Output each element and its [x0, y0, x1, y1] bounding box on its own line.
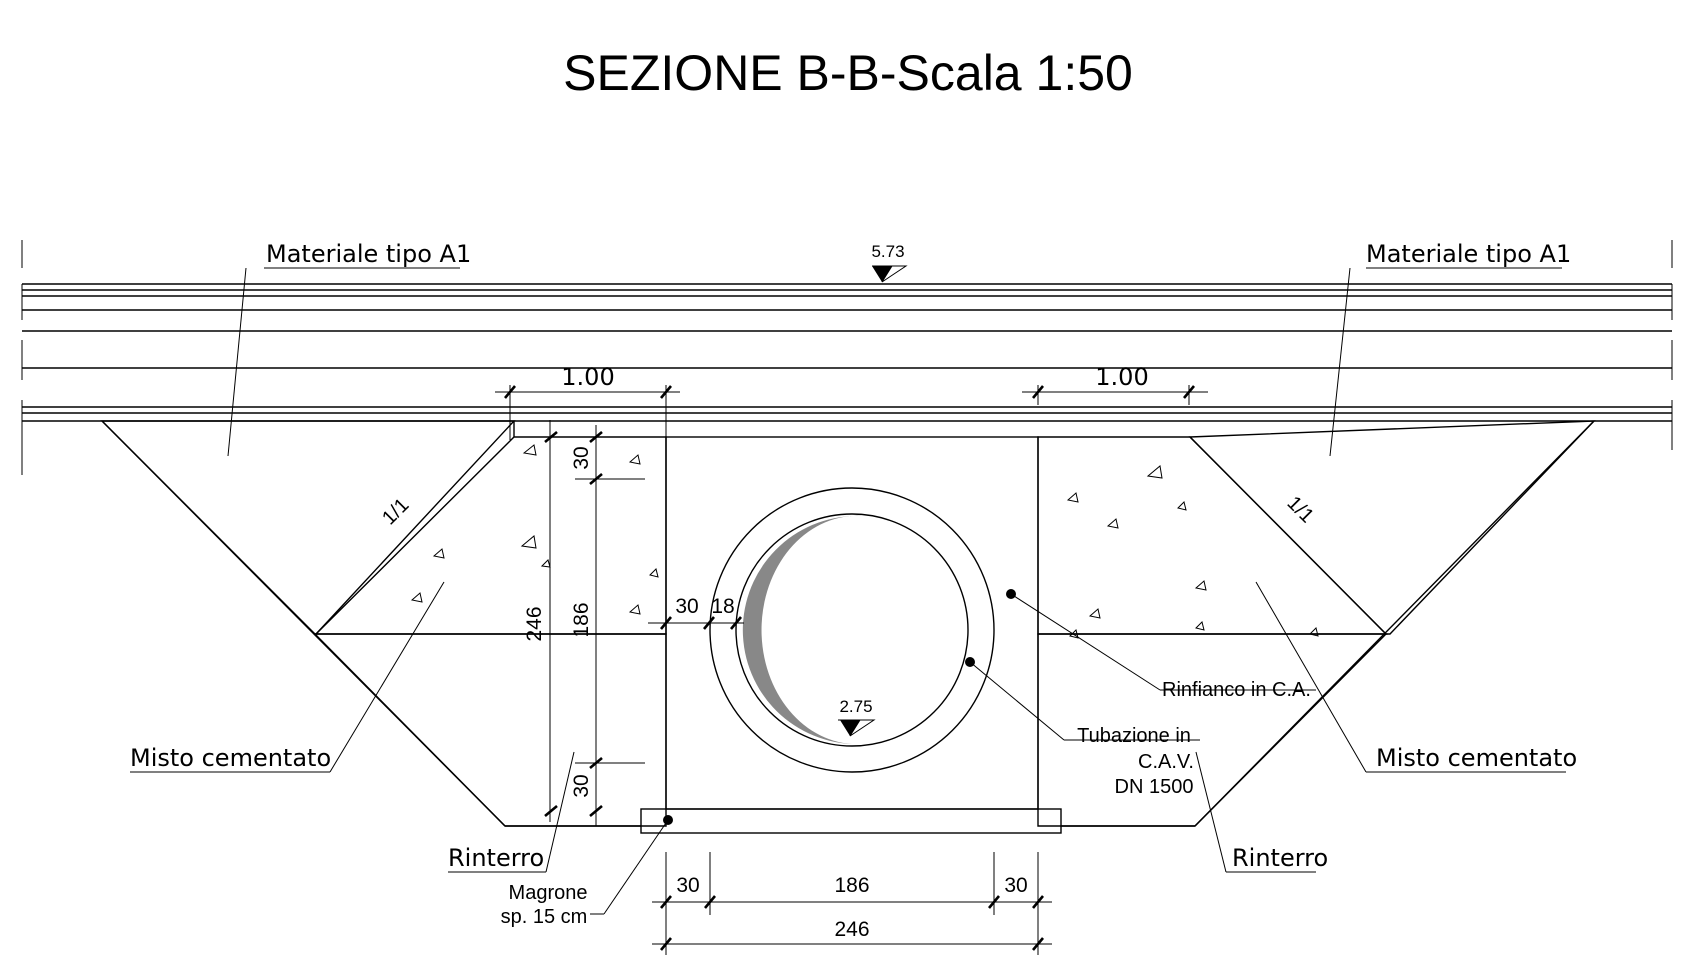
invert-elevation-value: 2.75 — [839, 697, 872, 716]
top-elevation-marker: 5.73 — [871, 242, 908, 283]
pipe — [709, 487, 995, 773]
height-inner: 186 — [570, 602, 593, 637]
pipe-thickness-dim: 18 — [711, 595, 734, 618]
vertical-dims: 246 30 186 30 — [523, 420, 645, 826]
label-magrone-2: sp. 15 cm — [501, 906, 588, 928]
top-width-dims: 1.00 1.00 — [495, 363, 1208, 440]
bottom-total-dim: 246 — [834, 918, 869, 941]
bottom-left-dim: 30 — [676, 874, 699, 897]
label-tubazione-2: C.A.V. — [1138, 751, 1194, 773]
pipe-water-crescent — [742, 515, 862, 744]
label-tubazione-1: Tubazione in — [1077, 725, 1191, 747]
label-material-right: Materiale tipo A1 — [1366, 240, 1571, 268]
wall-thickness-dim: 30 — [675, 595, 698, 618]
wall-pipe-dims: 30 18 — [648, 595, 744, 630]
slope-left: 1/1 — [378, 494, 413, 529]
magrone-slab — [640, 808, 1062, 834]
bottom-right-dim: 30 — [1004, 874, 1027, 897]
bottom-dims: 30 186 30 246 — [652, 852, 1052, 955]
material-a1-fill — [100, 420, 1596, 635]
slope-right: 1/1 — [1283, 492, 1318, 527]
drawing-title: SEZIONE B-B-Scala 1:50 — [563, 45, 1133, 101]
label-rinterro-right: Rinterro — [1232, 844, 1328, 872]
aggregate-marks — [410, 444, 1319, 639]
label-tubazione-3: DN 1500 — [1115, 776, 1194, 798]
label-misto-left: Misto cementato — [130, 744, 331, 772]
width-right-top: 1.00 — [1095, 363, 1148, 391]
top-elevation-value: 5.73 — [871, 242, 904, 261]
label-misto-right: Misto cementato — [1376, 744, 1577, 772]
road-layers — [21, 240, 1673, 475]
height-total: 246 — [523, 606, 546, 641]
label-rinfianco: Rinfianco in C.A. — [1162, 679, 1311, 701]
bottom-slab-dim: 30 — [570, 774, 593, 797]
trench-slopes — [101, 420, 1595, 827]
misto-cementato-fill — [314, 436, 1388, 635]
top-slab-dim: 30 — [570, 446, 593, 469]
bottom-center-dim: 186 — [834, 874, 869, 897]
label-rinterro-left: Rinterro — [448, 844, 544, 872]
width-left-top: 1.00 — [561, 363, 614, 391]
leaders: Materiale tipo A1 Materiale tipo A1 Mist… — [130, 240, 1577, 928]
invert-elevation-marker: 2.75 — [838, 697, 876, 737]
label-material-left: Materiale tipo A1 — [266, 240, 471, 268]
label-magrone-1: Magrone — [509, 882, 588, 904]
